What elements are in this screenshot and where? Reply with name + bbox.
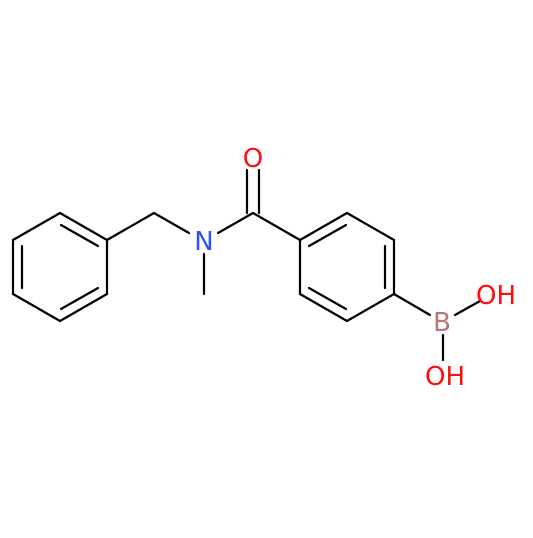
- bond-ph4: [11, 292, 62, 323]
- bond-bz4: [345, 292, 396, 323]
- bond-bz5: [298, 292, 349, 323]
- bond-bz-inner1: [307, 223, 348, 248]
- bond-n-carbonyl: [216, 211, 255, 235]
- atom-oh-lower: OH: [425, 362, 465, 392]
- bond-bz2: [345, 211, 396, 242]
- bond-ring-ch2: [105, 211, 156, 242]
- atom-labels: O N B OH OH: [194, 144, 516, 392]
- atom-o-carbonyl: O: [243, 144, 263, 174]
- bonds: [11, 168, 482, 362]
- bond-carbonyl-ring: [251, 211, 302, 242]
- atom-oh-upper: OH: [476, 281, 516, 311]
- atom-b: B: [433, 308, 451, 338]
- atom-n: N: [194, 227, 213, 257]
- bond-ph-inner1: [59, 223, 100, 248]
- bond-ch2-n: [152, 211, 191, 235]
- bond-bz1: [298, 211, 349, 242]
- bond-bz-inner3: [307, 286, 348, 311]
- bond-ph6: [11, 211, 62, 242]
- bond-b-oh1: [453, 299, 482, 317]
- bond-ph1: [58, 211, 109, 242]
- bond-ring-b: [392, 292, 432, 317]
- bond-ph-inner2: [59, 286, 100, 311]
- bond-ph3: [58, 292, 109, 323]
